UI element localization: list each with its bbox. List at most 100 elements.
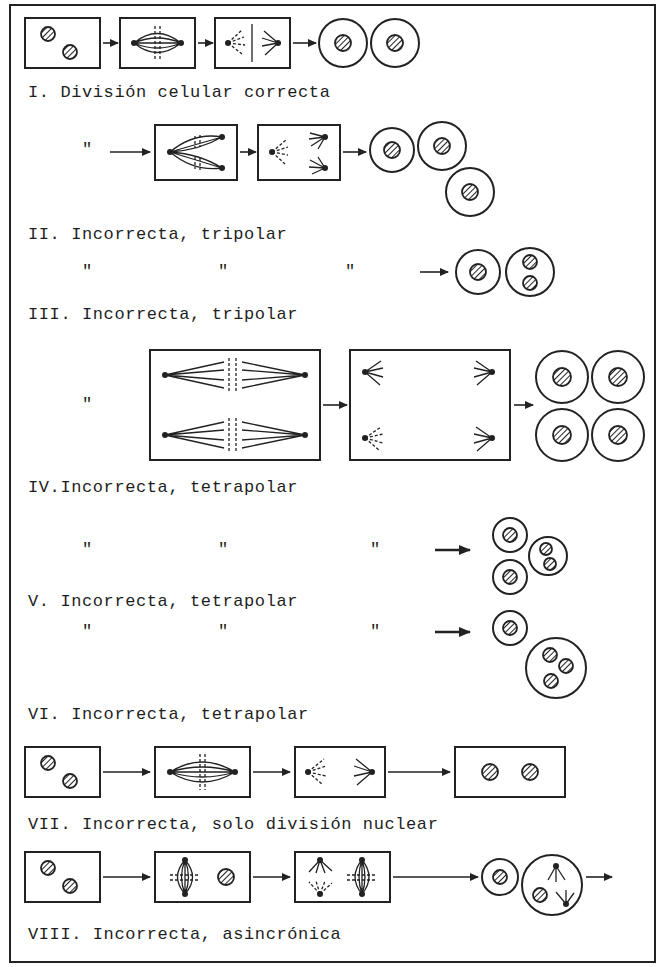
cell-nucleus [470, 264, 486, 280]
process-arrow [323, 404, 347, 406]
dashed-fiber [347, 879, 377, 880]
dashed-fiber [199, 158, 200, 170]
cell-nucleus [63, 45, 77, 59]
spindle-fiber [309, 157, 325, 174]
spindle-pole [232, 769, 238, 775]
ditto-mark: " [82, 262, 93, 282]
cell-nucleus [609, 426, 627, 444]
spindle-pole [317, 857, 323, 863]
daughter-cell [482, 859, 518, 895]
process-arrow [420, 271, 448, 273]
process-arrow [253, 876, 290, 878]
cell-nucleus [41, 27, 55, 41]
dashed-fiber [347, 874, 377, 875]
daughter-cell [536, 351, 588, 403]
spindle-pole [362, 369, 368, 375]
cell-outline [295, 852, 390, 902]
spindle-pole [162, 372, 168, 378]
spindle-fiber [548, 866, 574, 904]
daughter-cell [522, 855, 582, 915]
cell-outline [258, 125, 340, 180]
spindle-fiber [170, 136, 222, 169]
spindle-pole [359, 891, 365, 897]
ditto-mark: " [82, 540, 93, 560]
ditto-mark: " [218, 540, 229, 560]
cell-nucleus [218, 869, 234, 885]
cell-nucleus [63, 774, 77, 788]
spindle-pole [553, 863, 559, 869]
spindle-pole [322, 134, 328, 140]
row-caption: I. División celular correcta [28, 83, 330, 103]
daughter-cell [506, 248, 554, 296]
process-arrow [586, 876, 612, 878]
dashed-fiber [235, 358, 236, 392]
spindle-pole [167, 769, 173, 775]
dashed-fiber [235, 418, 236, 452]
cell-nucleus [41, 861, 55, 875]
spindle-fiber [165, 362, 305, 388]
dashed-fiber [170, 874, 200, 875]
cell-nucleus [553, 368, 571, 386]
cell-outline [150, 350, 320, 460]
spindle-pole [489, 369, 495, 375]
row-caption: VII. Incorrecta, solo división nuclear [28, 815, 438, 835]
row-caption: V. Incorrecta, tetrapolar [28, 592, 298, 612]
cell-nucleus [503, 570, 517, 584]
cell-nucleus [482, 764, 498, 780]
spindle-fiber [251, 24, 252, 62]
dashed-fiber [204, 754, 205, 790]
cell-nucleus [522, 764, 538, 780]
dashed-fiber [154, 26, 155, 60]
cell-nucleus [387, 35, 403, 51]
dashed-fiber [228, 418, 229, 452]
cell-outline [295, 747, 385, 797]
spindle-pole [489, 435, 495, 441]
daughter-cell [456, 250, 500, 294]
spindle-fiber [355, 860, 369, 894]
cell-nucleus [544, 558, 556, 570]
spindle-pole [131, 40, 137, 46]
process-arrow [343, 151, 366, 153]
ditto-mark: " [82, 140, 93, 160]
spindle-pole [219, 134, 225, 140]
daughter-cell [493, 560, 527, 594]
row-caption: VIII. Incorrecta, asincrónica [28, 925, 341, 945]
spindle-pole [369, 769, 375, 775]
cell-nucleus [559, 659, 573, 673]
spindle-pole [182, 891, 188, 897]
row-caption: VI. Incorrecta, tetrapolar [28, 705, 309, 725]
cell-nucleus [434, 138, 450, 154]
cell-outline [10, 5, 655, 962]
ditto-mark: " [82, 622, 93, 642]
row-caption: II. Incorrecta, tripolar [28, 225, 287, 245]
spindle-pole [275, 40, 281, 46]
cell-nucleus [553, 426, 571, 444]
spindle-pole [563, 901, 569, 907]
dashed-fiber [199, 135, 200, 147]
daughter-cell [536, 409, 588, 461]
spindle-pole [362, 435, 368, 441]
daughter-cell [371, 19, 419, 67]
cell-outline [350, 350, 510, 460]
cell-outline [25, 747, 100, 797]
spindle-pole [305, 769, 311, 775]
spindle-pole [167, 149, 173, 155]
cell-outline [455, 747, 565, 797]
cell-outline [155, 852, 250, 902]
cell-nucleus [543, 648, 557, 662]
spindle-fiber [165, 422, 305, 448]
spindle-pole [225, 40, 231, 46]
spindle-fiber [178, 860, 193, 894]
cell-nucleus [544, 674, 558, 688]
process-arrow [388, 771, 450, 773]
process-arrow [240, 151, 256, 153]
daughter-cell [592, 409, 644, 461]
cell-outline [25, 852, 100, 902]
cell-outline [215, 18, 290, 68]
cell-nucleus [523, 255, 537, 269]
dashed-fiber [199, 754, 200, 790]
spindle-fiber [134, 34, 181, 53]
process-arrow [198, 42, 213, 44]
spindle-pole [269, 149, 275, 155]
